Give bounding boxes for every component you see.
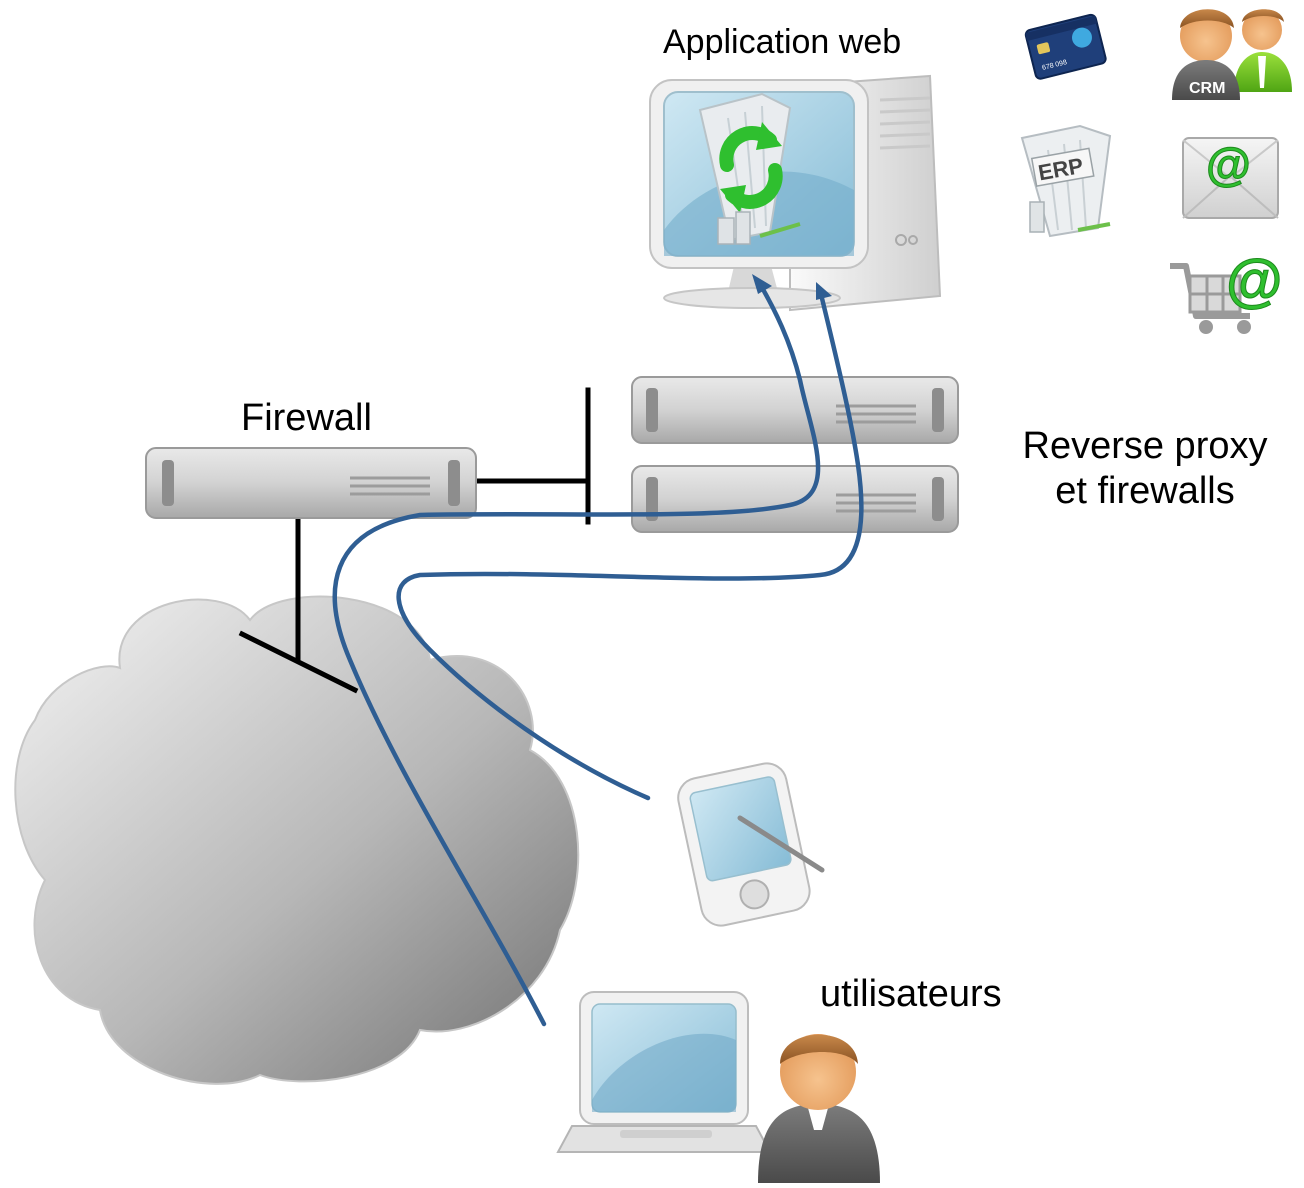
reverse-proxy-label-line1: Reverse proxy <box>1022 425 1268 467</box>
flow-arrowhead-1 <box>752 274 772 294</box>
cart-at-symbol: @ <box>1226 248 1283 313</box>
wire-cloud-junction <box>238 630 359 694</box>
shopping-cart-icon: @ <box>1170 248 1283 334</box>
application-server-icon <box>649 74 942 312</box>
reverse-proxy-label-line2: et firewalls <box>1055 469 1235 512</box>
laptop-icon <box>556 991 772 1153</box>
crm-users-icon: CRM <box>1172 9 1292 100</box>
firewall-label: Firewall <box>241 397 372 439</box>
reverse-proxy-device-icon <box>631 376 959 533</box>
application-web-label: Application web <box>663 23 902 61</box>
pda-device-icon <box>677 762 825 927</box>
network-wires <box>238 387 591 694</box>
flow-line-pda <box>396 287 864 801</box>
data-flow-lines <box>332 281 864 1027</box>
email-at-symbol: @ <box>1206 138 1251 190</box>
reverse-proxy-label: Reverse proxy et firewalls <box>1000 424 1290 514</box>
email-envelope-icon: @ <box>1182 137 1279 219</box>
erp-building-icon: ERP <box>1020 124 1112 238</box>
credit-card-icon: 678 098 <box>1024 13 1107 80</box>
crm-text: CRM <box>1189 80 1225 97</box>
firewall-device-icon <box>145 447 477 519</box>
user-person-icon <box>758 1034 880 1183</box>
flow-line-laptop <box>332 281 821 1027</box>
flow-arrowhead-2 <box>816 282 832 300</box>
cloud-icon <box>14 595 580 1085</box>
users-label: utilisateurs <box>820 973 1002 1015</box>
